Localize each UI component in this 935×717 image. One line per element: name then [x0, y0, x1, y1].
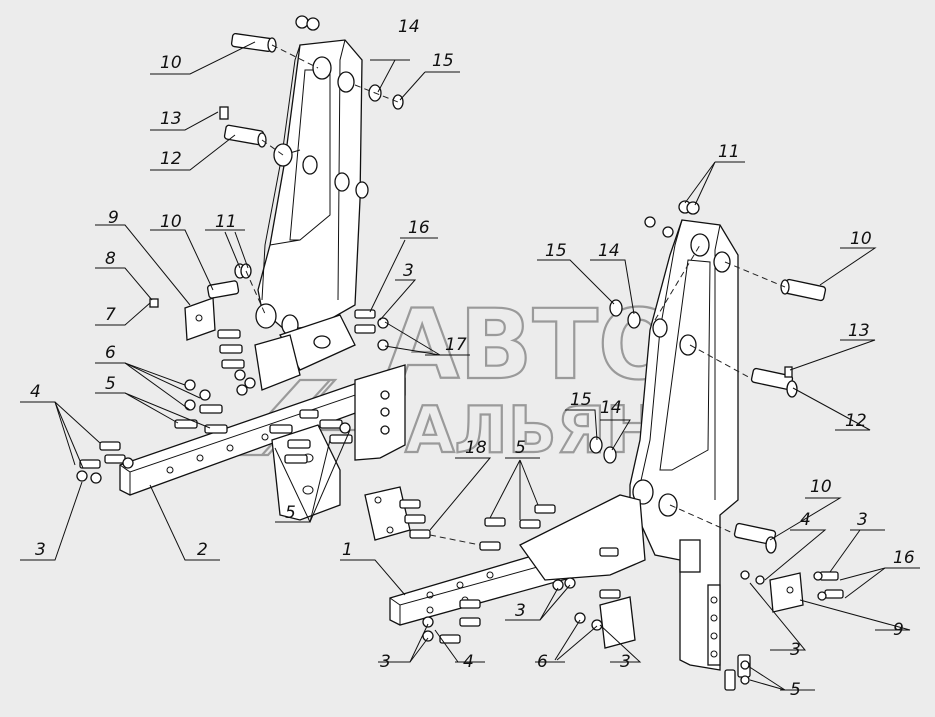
callout-3: 3 — [790, 640, 801, 660]
callout-3: 3 — [857, 510, 868, 530]
callout-15: 15 — [570, 390, 592, 410]
callout-3: 3 — [380, 652, 391, 672]
callout-9: 9 — [893, 620, 904, 640]
callout-15: 15 — [432, 51, 454, 71]
callout-10: 10 — [850, 229, 872, 249]
callout-12: 12 — [160, 149, 182, 169]
callout-4: 4 — [463, 652, 474, 672]
callout-3: 3 — [515, 601, 526, 621]
callout-5: 5 — [285, 503, 296, 523]
callout-leaders — [20, 41, 920, 691]
callout-16: 16 — [408, 218, 430, 238]
callout-14: 14 — [600, 398, 622, 418]
callout-16: 16 — [893, 548, 915, 568]
callout-5: 5 — [790, 680, 801, 700]
watermark-line-1: АВТО — [385, 289, 680, 401]
callout-5: 5 — [105, 374, 116, 394]
callout-4: 4 — [800, 510, 811, 530]
callout-8: 8 — [105, 249, 116, 269]
callout-1: 1 — [342, 540, 353, 560]
alignment-lines — [245, 44, 786, 546]
left-fasteners — [76, 15, 404, 484]
callout-3: 3 — [403, 261, 414, 281]
callout-11: 11 — [718, 142, 740, 162]
callout-6: 6 — [537, 652, 548, 672]
left-base-plate — [119, 364, 406, 521]
callout-6: 6 — [105, 343, 116, 363]
callout-2: 2 — [197, 540, 208, 560]
callout-17: 17 — [445, 335, 467, 355]
callout-10: 10 — [160, 212, 182, 232]
callout-10: 10 — [160, 53, 182, 73]
callout-5: 5 — [515, 438, 526, 458]
callout-7: 7 — [105, 305, 116, 325]
right-fasteners — [399, 200, 844, 691]
left-upright-post — [254, 39, 369, 391]
callout-12: 12 — [845, 411, 867, 431]
right-upright-post — [629, 219, 739, 671]
callout-4: 4 — [30, 382, 41, 402]
callout-9: 9 — [108, 208, 119, 228]
callout-14: 14 — [398, 17, 420, 37]
callout-10: 10 — [810, 477, 832, 497]
callout-14: 14 — [598, 241, 620, 261]
callout-15: 15 — [545, 241, 567, 261]
callout-11: 11 — [215, 212, 237, 232]
callout-13: 13 — [848, 321, 870, 341]
callout-13: 13 — [160, 109, 182, 129]
callout-3: 3 — [35, 540, 46, 560]
callout-labels: 10 14 15 13 12 9 10 11 8 7 16 3 17 6 5 4… — [30, 17, 915, 700]
callout-18: 18 — [465, 438, 487, 458]
callout-3: 3 — [620, 652, 631, 672]
right-base-plate — [364, 486, 804, 649]
